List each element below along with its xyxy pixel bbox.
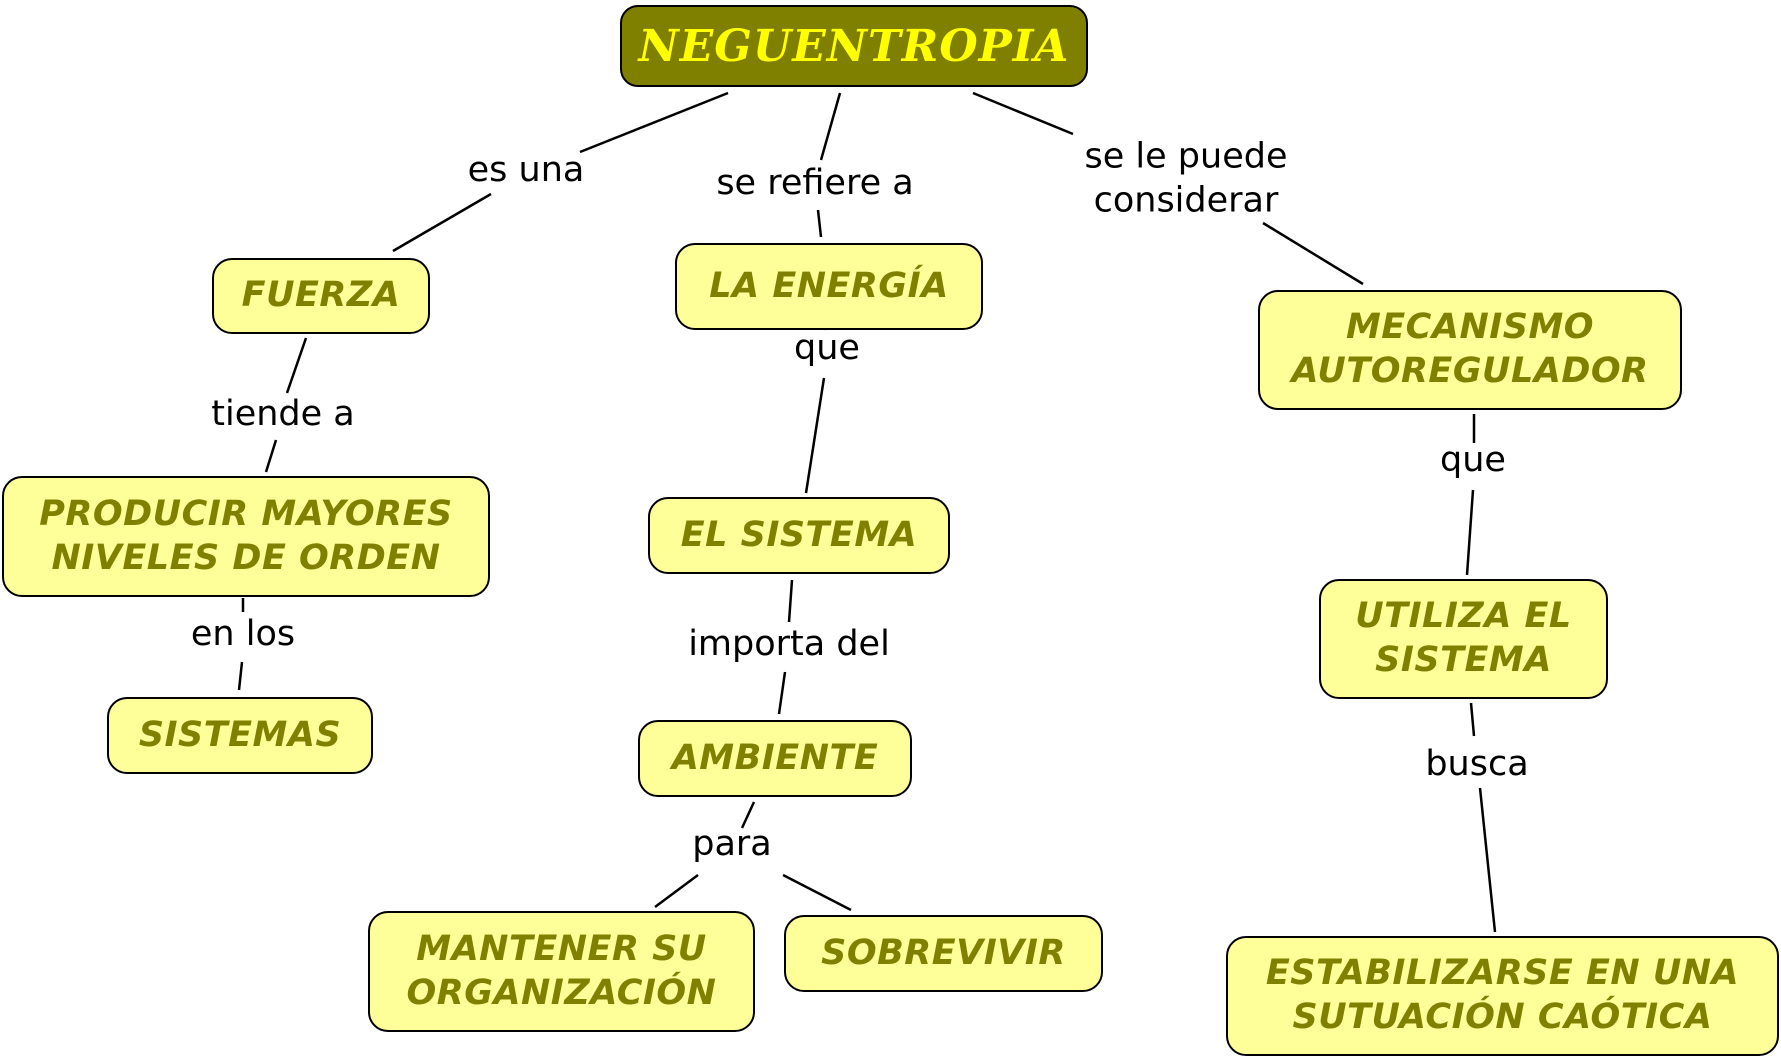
connector-fuerza-tiende-a [285, 337, 308, 394]
link-es-una: es una [467, 150, 585, 191]
concept-ambiente[interactable]: AMBIENTE [638, 720, 912, 797]
concept-la-energia[interactable]: LA ENERGÍA [675, 243, 983, 330]
concept-sobrevivir[interactable]: SOBREVIVIR [784, 915, 1103, 992]
concept-producir-mayores-niveles[interactable]: PRODUCIR MAYORES NIVELES DE ORDEN [2, 476, 490, 597]
link-se-refiere-a: se refiere a [716, 163, 914, 204]
link-que-energia: que [794, 328, 860, 369]
link-para: para [692, 824, 772, 865]
link-se-le-puede-considerar: se le puede considerar [1084, 136, 1288, 220]
concept-fuerza[interactable]: FUERZA [212, 258, 430, 334]
concept-utiliza-el-sistema[interactable]: UTILIZA EL SISTEMA [1319, 579, 1608, 699]
connector-root-es-una-b [392, 192, 492, 253]
connector-root-es-una-a [579, 91, 729, 154]
link-tiende-a: tiende a [211, 394, 355, 435]
connector-que-utiliza [1465, 489, 1475, 576]
connector-busca-estabilizarse [1478, 787, 1497, 933]
connector-ambiente-para [740, 801, 756, 829]
concept-root-neguentropia[interactable]: NEGUENTROPIA [620, 5, 1088, 87]
concept-estabilizarse[interactable]: ESTABILIZARSE EN UNA SUTUACIÓN CAÓTICA [1226, 936, 1779, 1056]
connector-root-considerar-a [972, 91, 1074, 136]
concept-sistemas[interactable]: SISTEMAS [107, 697, 373, 774]
connector-en-los-sistemas [237, 661, 244, 691]
connector-utiliza-busca [1469, 702, 1476, 737]
connector-el-sistema-importa [787, 579, 794, 623]
link-que-mecanismo: que [1440, 440, 1506, 481]
connector-que-el-sistema [804, 377, 826, 494]
link-en-los: en los [190, 614, 296, 655]
connector-tiende-a-producir [264, 439, 278, 473]
connector-para-mantener [654, 873, 699, 909]
connector-para-sobrevivir [782, 873, 852, 912]
connector-se-refiere-a-energia [816, 209, 823, 238]
connector-root-se-refiere-a [819, 92, 842, 161]
connector-considerar-mecanismo [1262, 221, 1364, 286]
concept-mantener-su-organizacion[interactable]: MANTENER SU ORGANIZACIÓN [368, 911, 755, 1032]
concept-mecanismo-autoregulador[interactable]: MECANISMO AUTOREGULADOR [1258, 290, 1682, 410]
link-importa-del: importa del [688, 624, 890, 665]
link-busca: busca [1425, 744, 1529, 785]
connector-importa-ambiente [777, 671, 787, 715]
concept-el-sistema[interactable]: EL SISTEMA [648, 497, 950, 574]
